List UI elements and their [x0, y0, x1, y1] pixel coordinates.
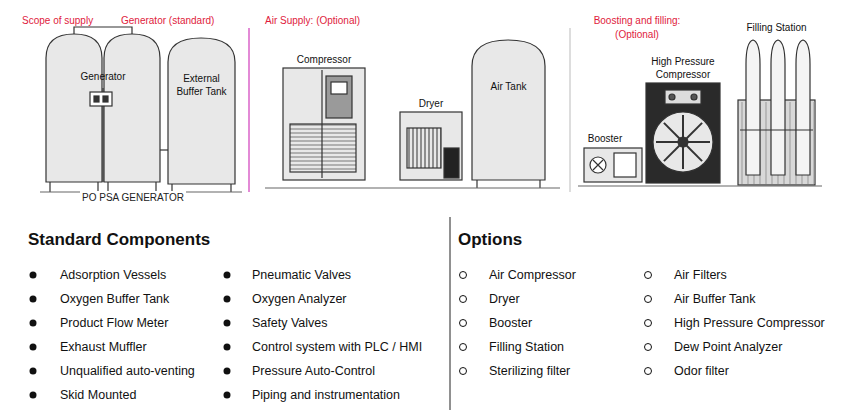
equipment-label: Compressor	[273, 53, 375, 66]
list-item: Piping and instrumentation	[252, 387, 400, 403]
buffer-tank: External Buffer Tank	[168, 38, 235, 184]
list-item: Unqualified auto-venting	[60, 363, 195, 379]
panel-caption: Boosting and filling: (Optional)	[578, 14, 696, 42]
rack-post	[814, 102, 815, 184]
scope-caption: Scope of supply	[22, 14, 93, 28]
option-item: Odor filter	[674, 363, 729, 379]
rack-post	[742, 102, 743, 184]
list-item: Product Flow Meter	[60, 315, 168, 331]
generator-caption: PO PSA GENERATOR	[80, 191, 186, 205]
generator-vessels: Generator	[45, 30, 161, 190]
list-item: Adsorption Vessels	[60, 267, 166, 283]
equipment-label: External Buffer Tank	[172, 72, 231, 98]
option-item: Air Compressor	[489, 267, 576, 283]
option-item: Dew Point Analyzer	[674, 339, 782, 355]
equipment-label: Generator	[45, 70, 161, 83]
equipment-label: High Pressure Compressor	[640, 55, 726, 81]
list-item: Control system with PLC / HMI	[252, 339, 422, 355]
booster-unit: Booster	[584, 148, 642, 182]
filling-station: Filling Station	[738, 40, 815, 185]
option-item: Filling Station	[489, 339, 564, 355]
equipment-label: Air Tank	[472, 80, 545, 93]
scope-caption: Generator (standard)	[121, 14, 214, 28]
list-item: Oxygen Buffer Tank	[60, 291, 169, 307]
list-item: Safety Valves	[252, 315, 328, 331]
list-item: Pneumatic Valves	[252, 267, 351, 283]
option-item: High Pressure Compressor	[674, 315, 825, 331]
section-heading: Standard Components	[28, 229, 210, 251]
list-item: Exhaust Muffler	[60, 339, 147, 355]
equipment-label: Dryer	[390, 97, 472, 110]
option-item: Booster	[489, 315, 532, 331]
option-item: Dryer	[489, 291, 520, 307]
rack-post	[766, 102, 767, 184]
option-item: Air Buffer Tank	[674, 291, 756, 307]
air-tank: Air Tank	[472, 40, 545, 180]
list-item: Pressure Auto-Control	[252, 363, 375, 379]
list-item: Oxygen Analyzer	[252, 291, 347, 307]
option-item: Sterilizing filter	[489, 363, 570, 379]
equipment-label: Filling Station	[732, 21, 821, 34]
section-heading: Options	[458, 229, 522, 251]
dryer-unit: Dryer	[400, 112, 462, 180]
option-item: Air Filters	[674, 267, 727, 283]
hp-compressor: High Pressure Compressor	[646, 83, 720, 183]
panel-caption: Air Supply: (Optional)	[265, 14, 360, 28]
list-item: Skid Mounted	[60, 387, 136, 403]
equipment-label: Booster	[570, 132, 640, 145]
air-compressor: Compressor	[283, 68, 365, 180]
rack-post	[790, 102, 791, 184]
